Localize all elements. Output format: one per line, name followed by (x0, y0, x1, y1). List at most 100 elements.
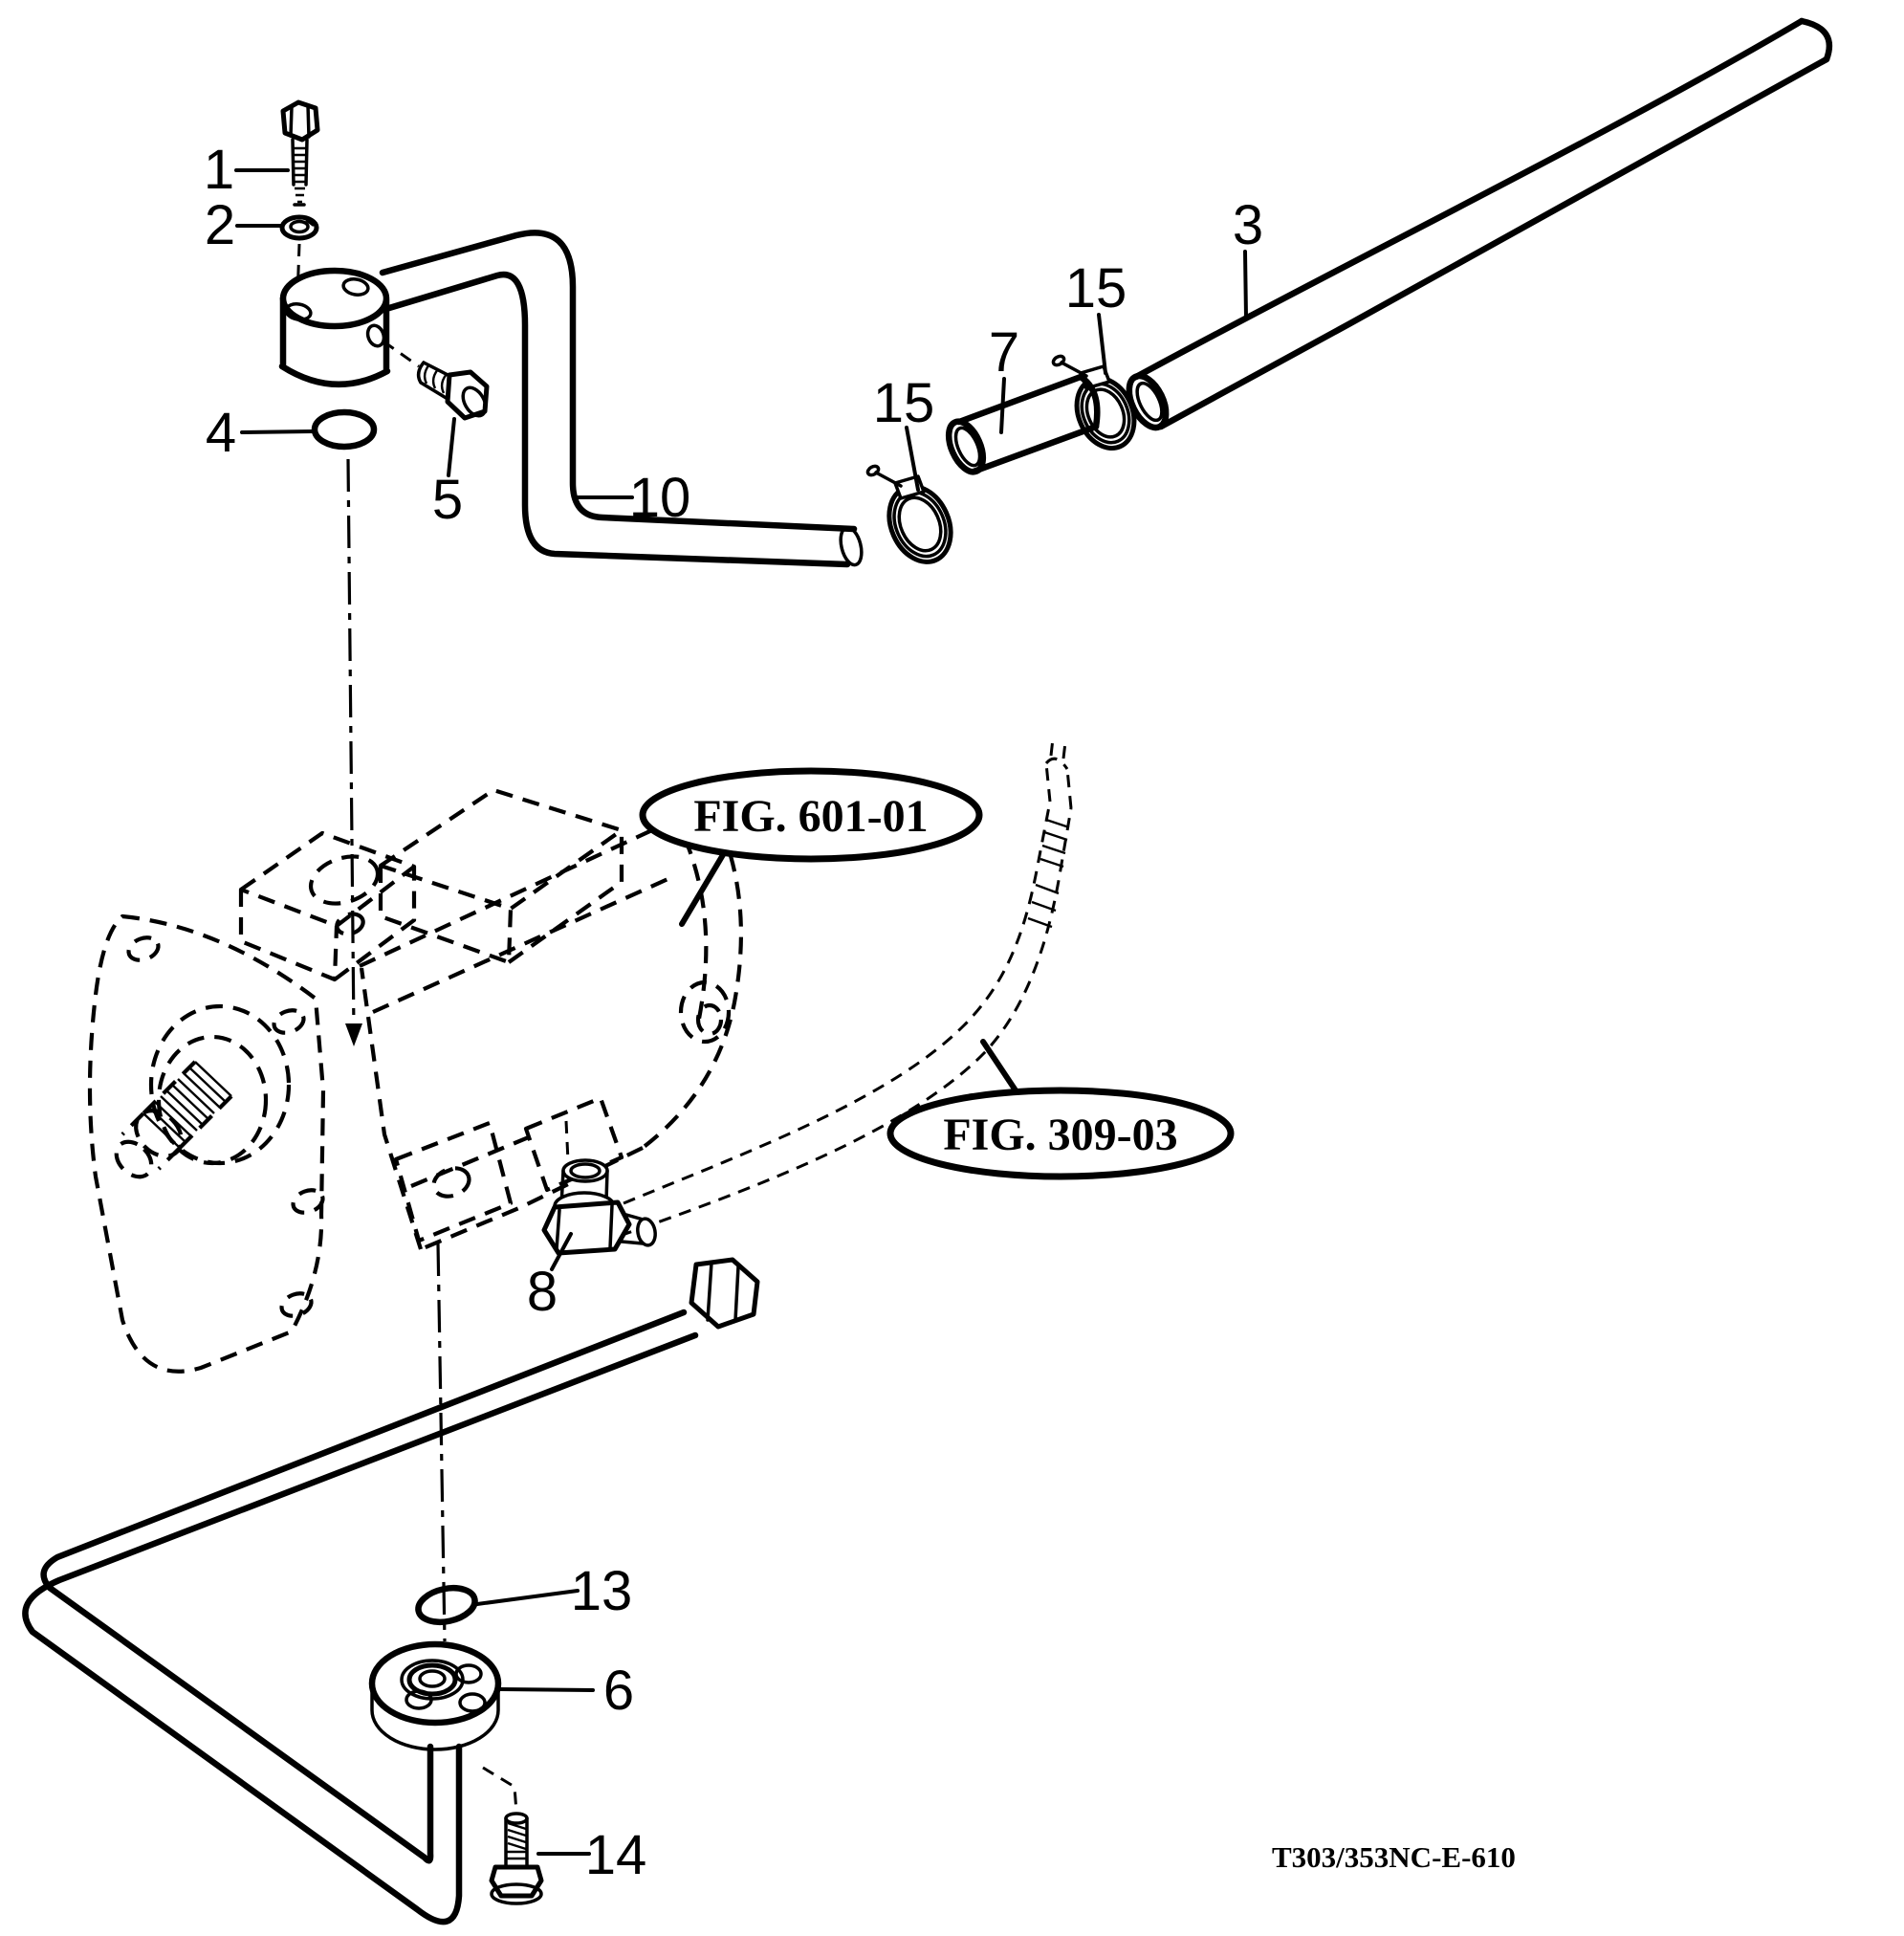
leader-fig-601 (679, 850, 727, 927)
callout-6: 6 (603, 1660, 634, 1722)
pump-flange-plate (87, 913, 326, 1374)
clamp-screw-pin (1060, 361, 1088, 378)
pipe-port-centerline (346, 458, 356, 1034)
figure-ref-bubble[interactable] (886, 1087, 1235, 1180)
hose-braid-hatch (1027, 818, 1070, 929)
callout-7: 7 (989, 321, 1019, 384)
elbow-fitting-part8 (541, 1158, 657, 1256)
plug5-threads (423, 363, 456, 399)
callout-1: 1 (204, 139, 234, 201)
leader-7 (999, 377, 1006, 434)
hose7-walls (955, 373, 1100, 475)
figure-ref-bubble[interactable] (639, 767, 983, 863)
bolt1-threads (293, 146, 307, 204)
callout-10: 10 (629, 467, 691, 529)
pipe10-outline (385, 271, 851, 568)
centerline-arrowhead (345, 1023, 362, 1046)
figure-reference-601[interactable]: FIG. 601-01 (639, 767, 983, 863)
pump-side-port-pad (523, 1095, 624, 1193)
pump-body (359, 802, 743, 1251)
hydraulic-pump-reference (87, 787, 743, 1374)
hex-bolt-part1 (280, 99, 320, 207)
reference-hose-309 (619, 737, 1073, 1238)
bolt14-alignment-line (482, 1766, 518, 1813)
callout-15-right: 15 (1065, 257, 1127, 319)
clamp-screw-head (1051, 354, 1066, 367)
leader-fig-309 (980, 1039, 1022, 1099)
callout-4: 4 (206, 402, 236, 464)
pipe-flange-block (278, 267, 391, 387)
suction-flange-centerline (436, 1243, 447, 1642)
clamp-screw-pin (874, 471, 903, 488)
flange-hole (126, 935, 161, 962)
bolt14-tip (504, 1812, 529, 1825)
callout-14: 14 (585, 1824, 647, 1886)
callout-8: 8 (527, 1261, 558, 1323)
bolt1-head-facets (289, 103, 311, 139)
suction-pipe-assembly (22, 1257, 760, 1925)
pump-shaft-spline-hatch (142, 1061, 232, 1149)
hose-part3 (1126, 17, 1833, 431)
leader-3 (1243, 250, 1248, 319)
flange6-bolt-hole (454, 1663, 483, 1684)
flare-nut (689, 1257, 760, 1330)
block-side-port (365, 323, 386, 348)
hose-part7 (945, 373, 1101, 475)
flange-bolt-part14 (489, 1812, 544, 1905)
drawing-code: T303/353NC-E-610 (1272, 1840, 1516, 1874)
clamp-band-inner (897, 495, 943, 553)
hose-clamp-part15-left (865, 464, 953, 564)
callout-2: 2 (205, 194, 235, 256)
pump-shaft-outline (120, 1060, 233, 1171)
steel-pipe-part10 (379, 230, 864, 568)
pump-port-bolt-hole (335, 912, 365, 936)
clamp-screw-head (865, 464, 881, 477)
callout-5: 5 (432, 469, 463, 531)
flare-nut-facets (706, 1261, 740, 1322)
leader-6 (498, 1687, 595, 1692)
flange-hole (291, 1188, 325, 1215)
plug5-head-face (461, 385, 488, 418)
figure-ref-label-601[interactable]: FIG. 601-01 (693, 791, 928, 842)
pipe10-outline (379, 230, 858, 533)
pump-pilot-boss-inner (156, 1034, 269, 1166)
elbow8-hex-facets (555, 1203, 614, 1251)
leader-8 (550, 1232, 573, 1271)
pump-shaft-tip (114, 1139, 154, 1179)
callout-15-left: 15 (873, 372, 935, 434)
figure-ref-label-309[interactable]: FIG. 309-03 (943, 1110, 1177, 1160)
suction-pipe-outline (22, 1331, 699, 1925)
callout-13: 13 (571, 1560, 633, 1622)
flange6-bolt-hole (458, 1692, 487, 1713)
block-top-face (279, 267, 390, 330)
figure-reference-309[interactable]: FIG. 309-03 (886, 1087, 1235, 1180)
hose7-far-end (1077, 373, 1101, 430)
bolt14-threads (507, 1821, 527, 1860)
pump-suction-port (308, 854, 381, 906)
assembly-centerlines (295, 243, 518, 1813)
hose-end-fitting (1044, 737, 1073, 809)
flange6-hub-ring (406, 1662, 458, 1697)
hose3-walls (1132, 17, 1830, 430)
pump-shaft-face (134, 1109, 184, 1158)
callout-labels: 1 2 4 5 10 15 7 15 3 8 13 6 14 (204, 139, 1263, 1886)
hose3-far-cap (1798, 17, 1833, 63)
pump-top-pad-right (378, 787, 624, 965)
leader-4 (240, 429, 315, 434)
callout-3: 3 (1233, 194, 1263, 256)
pump-bottom-port (431, 1166, 471, 1199)
hose3-bore (1135, 381, 1164, 423)
leader-13 (475, 1589, 580, 1606)
bolt1-head (280, 99, 320, 143)
callout-leaders (234, 168, 1248, 1856)
leader-15-left (905, 426, 920, 492)
elbow8-side-port-face (636, 1217, 657, 1247)
washer2-split (305, 219, 315, 227)
bolt14-flange (490, 1882, 543, 1905)
bolt14-hex-head (489, 1864, 544, 1899)
o-ring-part4 (311, 408, 378, 451)
flange-hole (272, 1008, 306, 1035)
hose7-opening (945, 418, 987, 475)
